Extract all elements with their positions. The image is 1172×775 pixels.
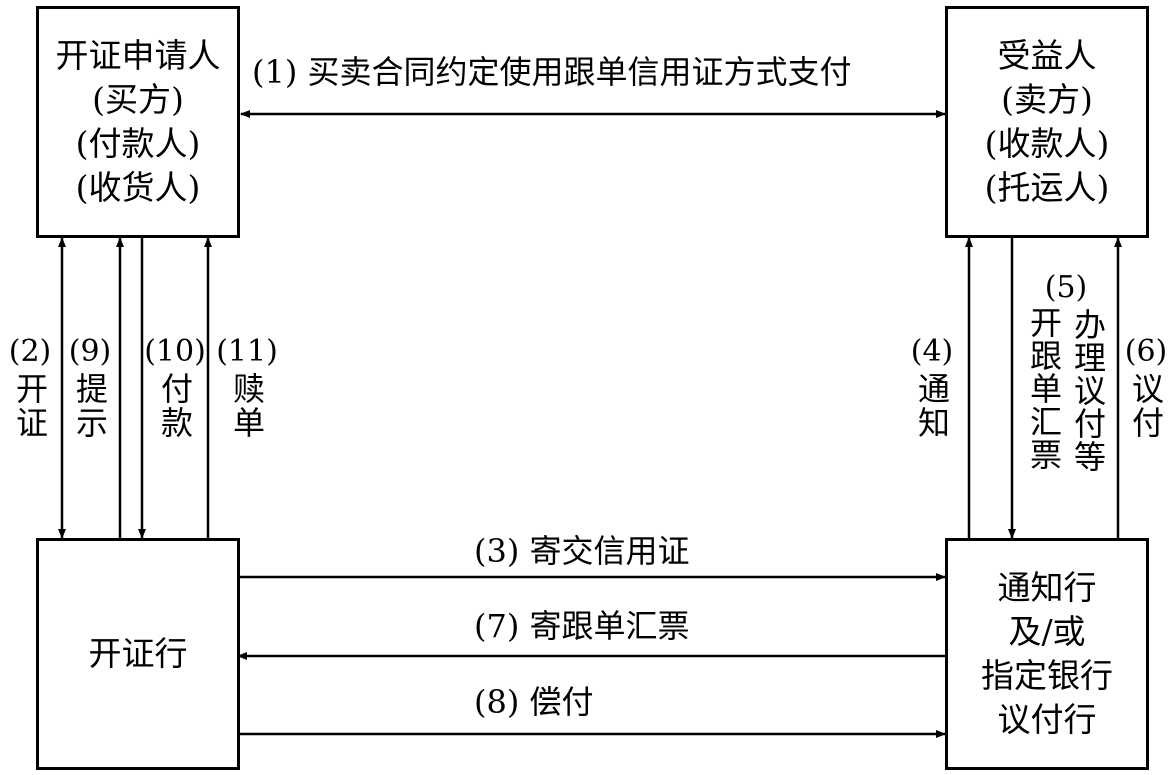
issuing-bank-label: 开证行 [88, 634, 188, 673]
applicant-line-4: (收货人) [75, 168, 201, 207]
flow-10-label: (10) 付款 [142, 332, 208, 440]
flow-9-label: (9) 提示 [64, 332, 116, 440]
flow-5-text-a: 办理议付等 [1069, 308, 1107, 473]
issuing-bank-box: 开证行 [36, 538, 240, 770]
flow-11-label: (11) 赎单 [214, 332, 280, 440]
applicant-box: 开证申请人 (买方) (付款人) (收货人) [36, 6, 240, 238]
beneficiary-line-1: 受益人 [997, 36, 1097, 75]
flow-4-text: 通知 [913, 372, 951, 440]
flow-7-label: (7) 寄跟单汇票 [474, 607, 690, 645]
advising-bank-line-2: 及/或 [1008, 612, 1086, 651]
flow-2-number: (2) [8, 334, 52, 369]
flow-10-number: (10) [144, 334, 206, 369]
beneficiary-line-3: (收款人) [984, 124, 1110, 163]
applicant-line-3: (付款人) [75, 124, 201, 163]
beneficiary-line-4: (托运人) [984, 168, 1110, 207]
applicant-line-2: (买方) [92, 80, 184, 119]
advising-bank-line-3: 指定银行 [981, 656, 1113, 695]
flow-3-label: (3) 寄交信用证 [474, 532, 690, 570]
beneficiary-line-2: (卖方) [1001, 80, 1093, 119]
flow-5-text-b: 开跟单汇票 [1025, 306, 1063, 471]
advising-bank-line-1: 通知行 [997, 568, 1097, 607]
flow-6-text: 议付 [1127, 372, 1165, 440]
advising-bank-line-4: 议付行 [997, 700, 1097, 739]
flow-9-number: (9) [68, 334, 112, 369]
beneficiary-box: 受益人 (卖方) (收款人) (托运人) [945, 6, 1149, 238]
flow-2-text: 开证 [11, 372, 49, 440]
flow-1-label: (1) 买卖合同约定使用跟单信用证方式支付 [252, 53, 852, 91]
flow-4-label: (4) 通知 [906, 332, 958, 440]
flow-6-label: (6) 议付 [1122, 332, 1170, 440]
flow-4-number: (4) [910, 334, 954, 369]
flow-11-text: 赎单 [228, 372, 266, 440]
flow-8-label: (8) 偿付 [474, 683, 594, 721]
flow-5-label: (5) 办理议付等 开跟单汇票 [1016, 268, 1116, 473]
flow-11-number: (11) [216, 334, 278, 369]
applicant-line-1: 开证申请人 [55, 36, 221, 75]
flow-10-text: 付款 [156, 372, 194, 440]
flow-2-label: (2) 开证 [4, 332, 56, 440]
flow-5-number: (5) [1044, 270, 1088, 305]
flow-9-text: 提示 [71, 372, 109, 440]
advising-bank-box: 通知行 及/或 指定银行 议付行 [945, 538, 1149, 770]
flow-6-number: (6) [1124, 334, 1168, 369]
